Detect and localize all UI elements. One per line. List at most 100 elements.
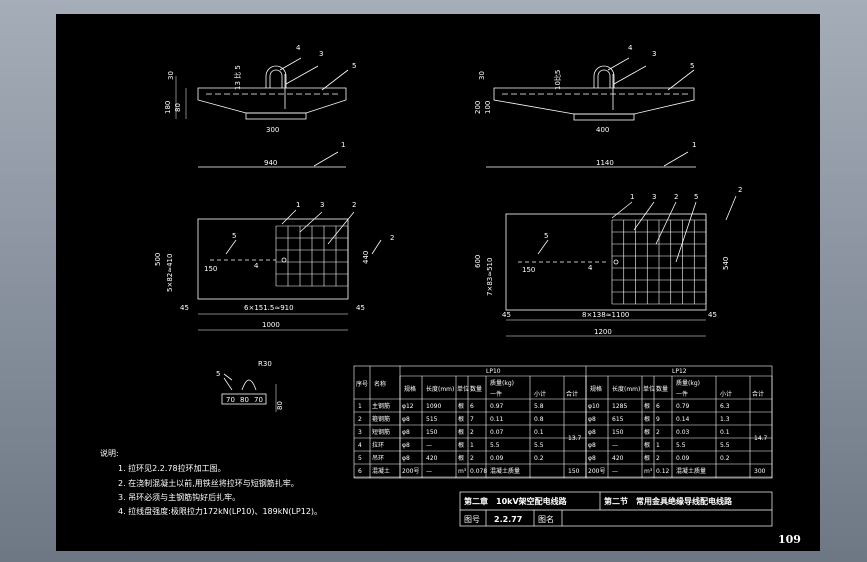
- row-weight-one: 0.03: [676, 429, 690, 436]
- left-plan-callout-2b: 2: [390, 234, 394, 242]
- right-plan-dim-total: 1200: [594, 328, 612, 336]
- right-plan-callout-3: 3: [652, 193, 656, 201]
- left-plan-dim-total: 1000: [262, 321, 280, 329]
- left-plan-dim-500: 500: [154, 253, 162, 266]
- left-elevation-view: [175, 57, 349, 168]
- row-spec: 200号: [588, 468, 605, 475]
- row-no: 4: [358, 442, 362, 449]
- row-name: 吊环: [372, 455, 384, 462]
- th-name: 名称: [374, 380, 386, 388]
- row-name: 混凝土: [372, 467, 390, 475]
- row-unit: 根: [458, 402, 464, 410]
- row-length: 515: [426, 416, 438, 423]
- row-weight-sub: 1.3: [720, 416, 730, 423]
- left-elev-dim-base: 300: [266, 126, 279, 134]
- row-weight-sub: 0.2: [720, 455, 730, 462]
- drawing-no: 2.2.77: [494, 515, 522, 524]
- row-weight-sub: 0.2: [534, 455, 544, 462]
- row-unit: 根: [458, 454, 464, 462]
- left-plan-view: [197, 209, 382, 331]
- row-weight-sub: 5.5: [720, 442, 730, 449]
- row-unit: 根: [458, 441, 464, 449]
- right-elev-callout-5: 5: [690, 62, 694, 70]
- row-length: 420: [426, 455, 438, 462]
- ring-callout-5: 5: [216, 370, 220, 378]
- row-name: 箍钢筋: [372, 415, 390, 423]
- left-elev-callout-3: 3: [319, 50, 323, 58]
- row-weight-one: 0.09: [490, 455, 504, 462]
- th-no: 序号: [356, 380, 368, 388]
- row-spec: φ12: [402, 403, 414, 410]
- row-name: 主钢筋: [372, 402, 390, 410]
- row-weight-one: 混凝土质量: [490, 467, 520, 475]
- left-plan-callout-4: 4: [254, 262, 259, 270]
- row-spec: φ8: [402, 416, 410, 423]
- left-plan-dim-hgrid: 5×82≈410: [166, 254, 174, 292]
- material-table: [353, 365, 773, 479]
- left-plan-callout-5: 5: [232, 232, 236, 240]
- right-elev-dim-100: 100: [484, 101, 492, 114]
- right-elev-dim-10: 10比5: [553, 70, 562, 90]
- right-plan-callout-1: 1: [630, 193, 634, 201]
- row-spec: φ8: [402, 455, 410, 462]
- row-weight-one: 0.14: [676, 416, 690, 423]
- table-concrete-lp10: 150: [568, 468, 580, 475]
- right-plan-callout-4: 4: [588, 264, 593, 272]
- right-plan-dim-45b: 45: [708, 311, 717, 319]
- row-qty: 9: [656, 416, 660, 423]
- row-weight-sub: 5.5: [534, 442, 544, 449]
- row-unit: 根: [458, 415, 464, 423]
- row-name: 短钢筋: [372, 428, 390, 436]
- right-elev-dim-base: 400: [596, 126, 609, 134]
- row-weight-sub: 0.1: [720, 429, 730, 436]
- left-plan-callout-3: 3: [320, 201, 324, 209]
- right-plan-dim-600: 600: [474, 255, 482, 268]
- right-plan-callout-2b: 2: [738, 186, 742, 194]
- left-plan-dim-grid: 6×151.5≈910: [244, 304, 294, 312]
- row-weight-one: 0.09: [676, 455, 690, 462]
- left-plan-dim-150: 150: [204, 265, 217, 273]
- th-unit-10: 单位: [457, 385, 469, 393]
- row-weight-one: 0.11: [490, 416, 504, 423]
- th-sub-12: 小计: [720, 390, 732, 398]
- right-plan-dim-grid: 8×138≈1100: [582, 311, 629, 319]
- left-elev-dim-13: 13 比 5: [233, 65, 242, 90]
- th-one-12: 一件: [676, 390, 688, 398]
- left-elev-callout-4: 4: [296, 44, 301, 52]
- right-elev-callout-1: 1: [692, 141, 696, 149]
- row-weight-one: 5.5: [490, 442, 500, 449]
- th-spec-12: 规格: [590, 385, 602, 393]
- right-elev-dim-30: 30: [478, 71, 486, 80]
- row-spec: φ8: [588, 455, 596, 462]
- row-name: 拉环: [372, 441, 384, 449]
- row-length: 420: [612, 455, 624, 462]
- row-length: —: [612, 442, 618, 449]
- right-plan-view: [505, 195, 737, 337]
- drawing-no-label: 图号: [464, 515, 480, 524]
- right-plan-rebar-grid: [611, 219, 707, 305]
- row-spec: φ8: [402, 442, 410, 449]
- note-1: 1. 拉环见2.2.78拉环加工图。: [118, 463, 226, 473]
- row-no: 3: [358, 429, 362, 436]
- title-chapter: 第二章 10kV架空配电线路: [464, 496, 568, 506]
- th-one-10: 一件: [490, 390, 502, 398]
- left-elev-dim-180: 180: [164, 101, 172, 114]
- row-qty: 6: [656, 403, 660, 410]
- note-4: 4. 拉线盘强度:极限拉力172kN(LP10)、189kN(LP12)。: [118, 506, 322, 516]
- right-elev-callout-4: 4: [628, 44, 633, 52]
- ring-radius: R30: [258, 360, 272, 368]
- th-total-12: 合计: [752, 390, 764, 398]
- row-spec: φ8: [588, 442, 596, 449]
- row-spec: φ8: [402, 429, 410, 436]
- th-weight-12: 质量(kg): [676, 379, 700, 387]
- left-elev-dim-30: 30: [167, 71, 175, 80]
- th-lp12: LP12: [672, 368, 687, 375]
- row-qty: 2: [470, 455, 474, 462]
- row-qty: 0.12: [656, 468, 670, 475]
- row-spec: φ10: [588, 403, 600, 410]
- right-elev-dim-200: 200: [474, 101, 482, 114]
- right-plan-dim-150: 150: [522, 266, 535, 274]
- th-qty-12: 数量: [656, 385, 668, 393]
- row-qty: 1: [656, 442, 660, 449]
- row-no: 1: [358, 403, 362, 410]
